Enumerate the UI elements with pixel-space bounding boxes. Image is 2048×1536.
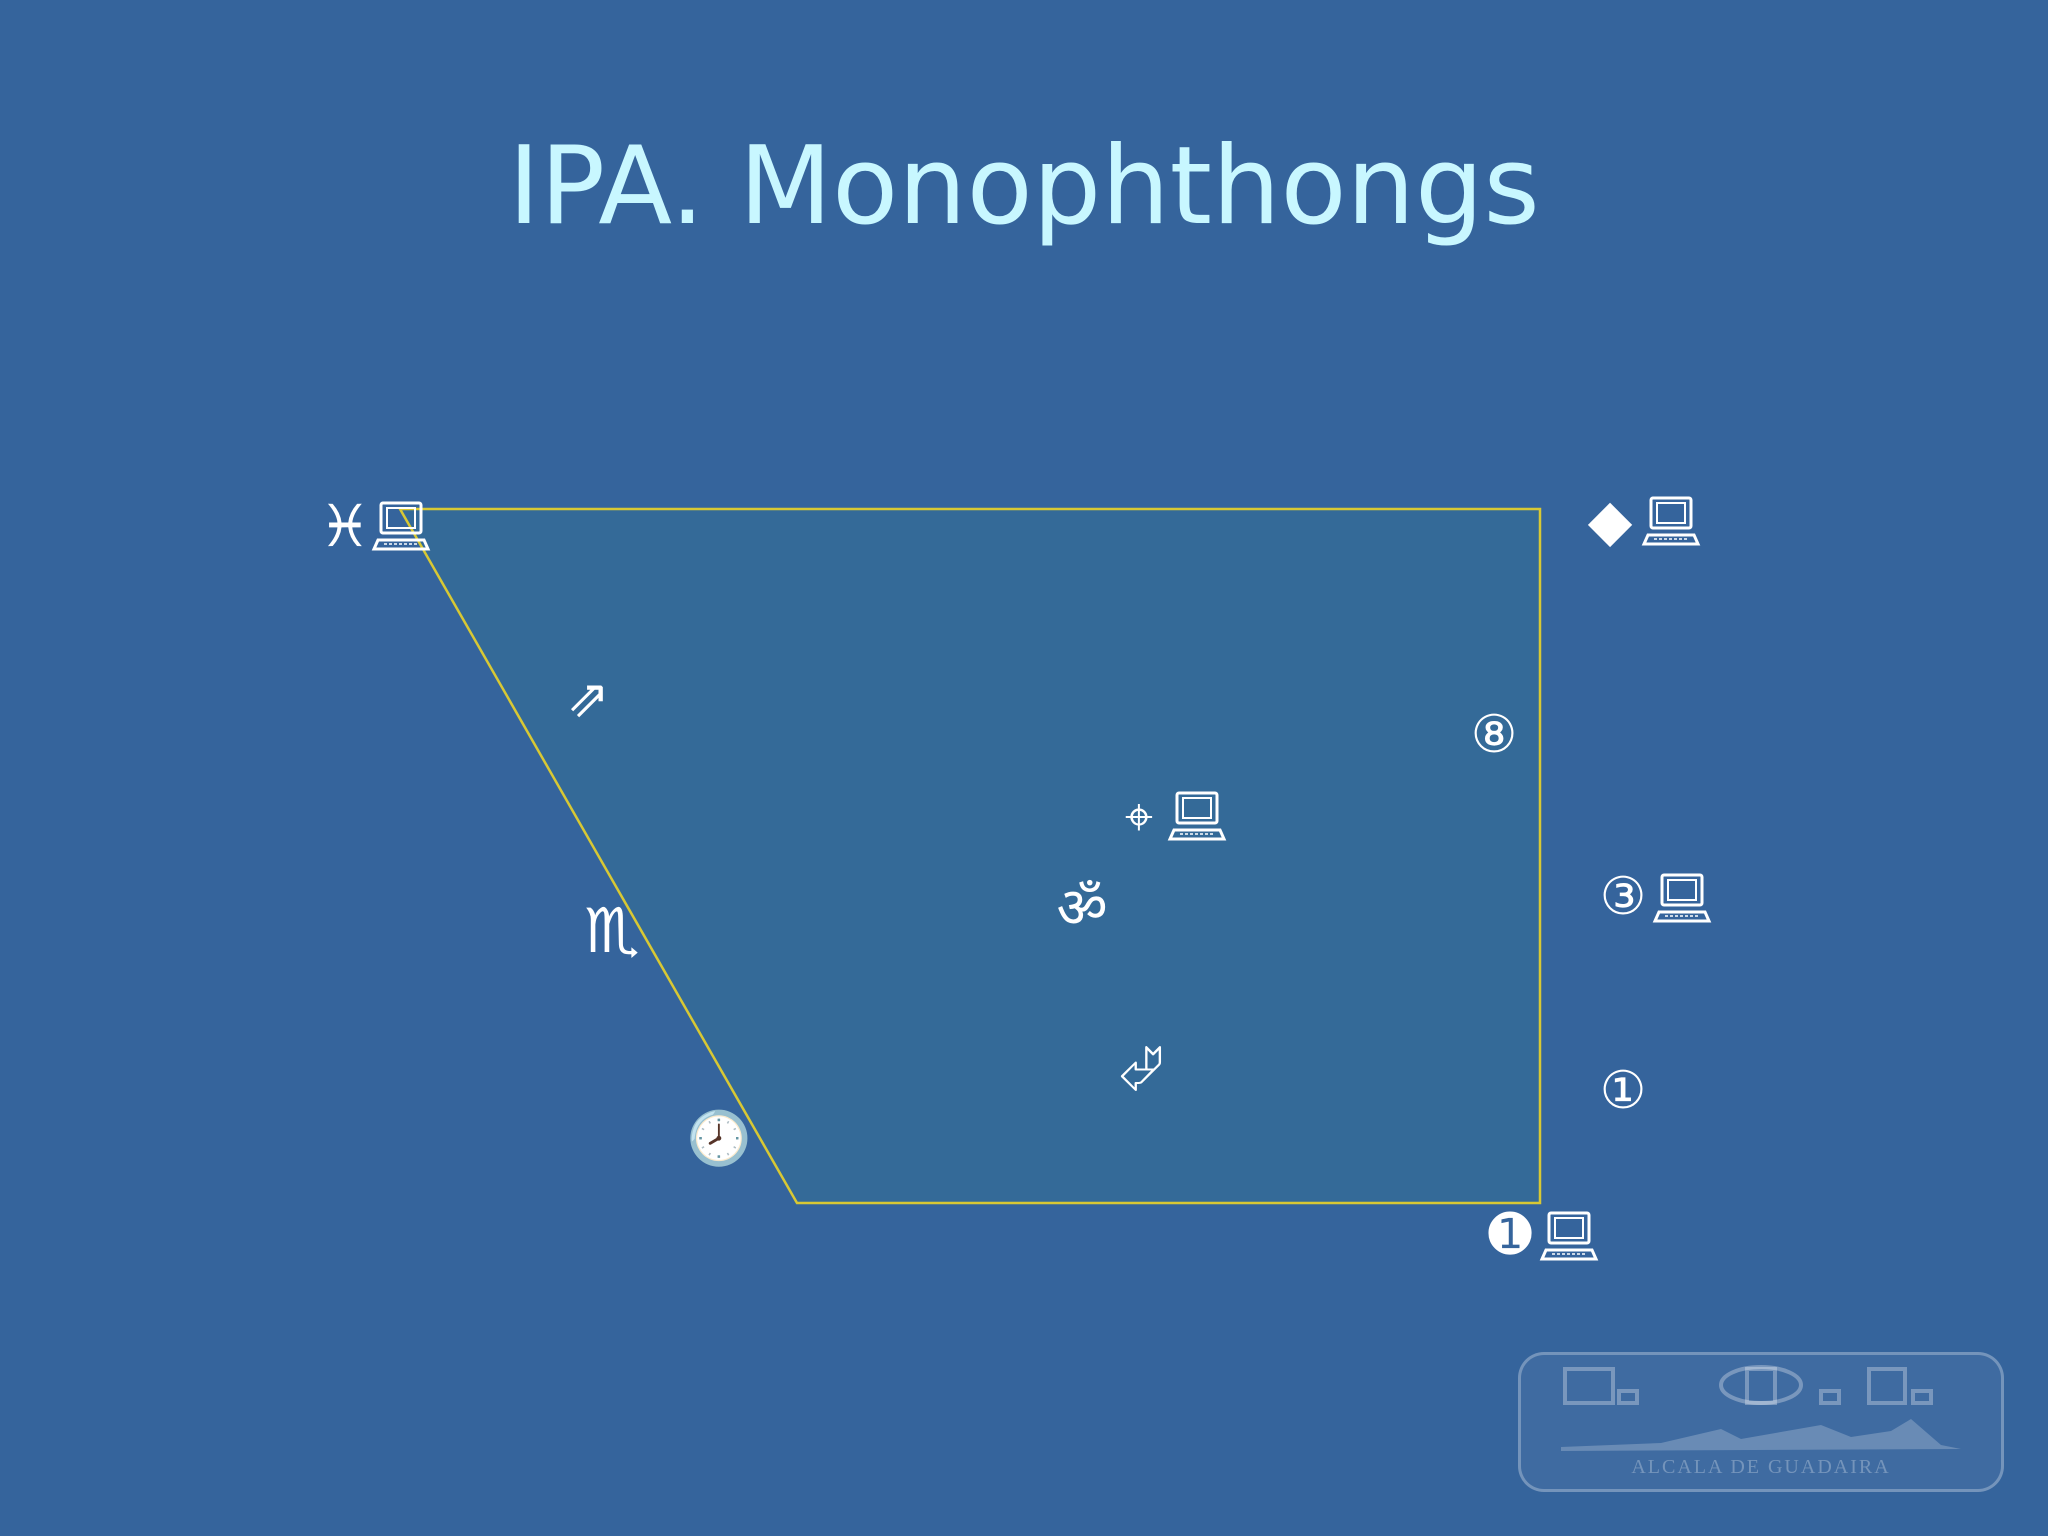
pisces-symbol: ♓ — [319, 492, 371, 560]
circled-one-symbol: ① — [1600, 1061, 1647, 1121]
circled-eight-symbol: ⑧ — [1471, 705, 1518, 765]
clock-symbol: 🕗 — [687, 1108, 752, 1169]
page-title: IPA. Monophthongs — [508, 124, 1540, 249]
logo-text: ALCALA DE GUADAIRA — [1631, 1456, 1891, 1478]
logo-emblem — [1561, 1365, 1961, 1451]
circled-three-symbol: ③ — [1600, 867, 1647, 927]
return-arrow-symbol: ⮰ — [1118, 1034, 1164, 1102]
filled-circled-one-symbol: ➊ — [1488, 1205, 1532, 1265]
computer-icon — [1642, 496, 1700, 546]
scorpio-symbol: ♏ — [584, 894, 640, 967]
computer-icon — [1540, 1211, 1598, 1261]
crosshair-symbol: ⌖ — [1125, 788, 1153, 846]
vowel-quadrilateral — [397, 507, 1542, 1205]
om-symbol: ॐ — [1056, 876, 1107, 941]
computer-icon — [1653, 873, 1711, 923]
logo: ALCALA DE GUADAIRA — [1518, 1352, 2004, 1492]
diamond-symbol: ◆ — [1588, 486, 1633, 554]
arrow-outline-symbol: ⇗ — [566, 669, 610, 729]
